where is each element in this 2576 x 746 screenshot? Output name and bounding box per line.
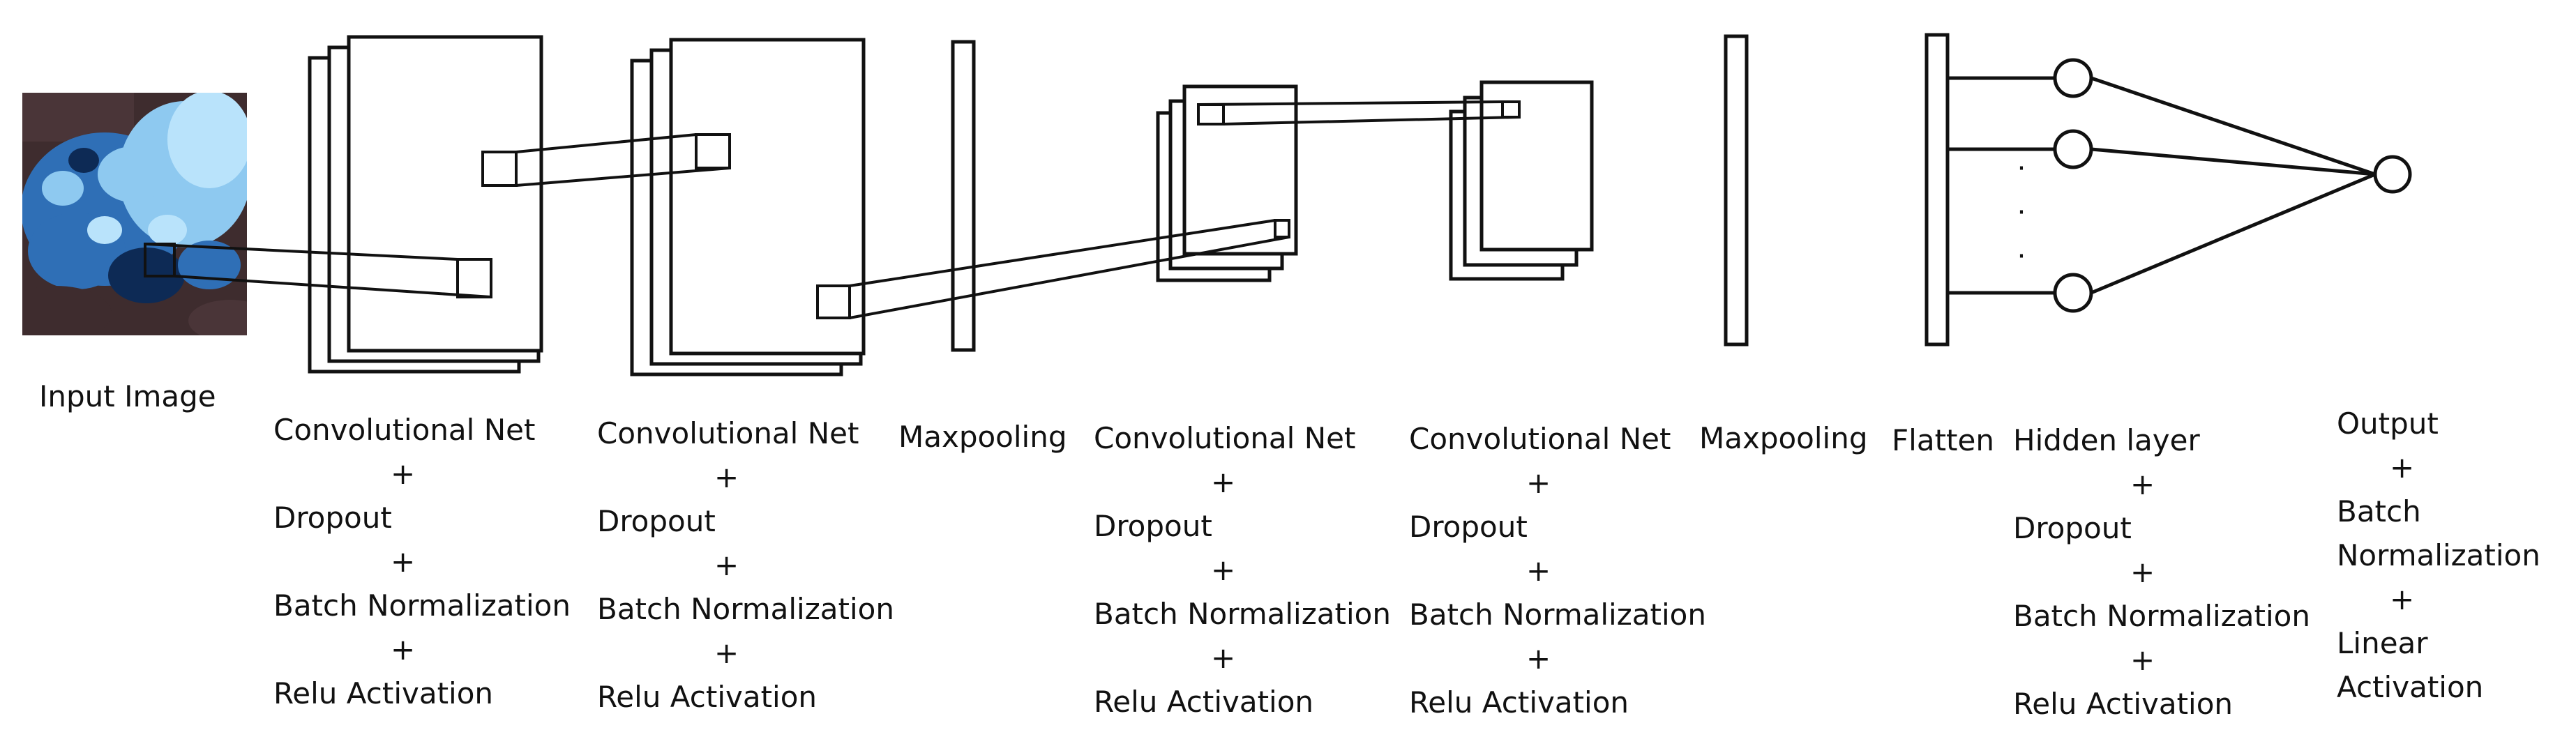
maxpool-bar-1 [951,40,976,352]
flatten-bar [1925,33,1950,347]
hidden-ellipsis-dot: · [2017,197,2026,229]
input-image [22,93,247,335]
conv-block-2 [630,38,866,376]
conv-block-4 [1449,80,1594,281]
hidden-node-3 [2053,273,2093,313]
layer-label-conv2: Convolutional Net+ Dropout+ Batch Normal… [597,416,894,714]
layer-label-conv1: Convolutional Net+ Dropout+ Batch Normal… [273,413,571,710]
receptive-field-4 [1197,100,1521,125]
hidden-node-2 [2053,129,2093,169]
output-node [2373,155,2412,194]
layer-label-hidden: Hidden layer+ Dropout+ Batch Normalizati… [2013,423,2310,721]
hidden-ellipsis-dot: · [2017,153,2026,185]
layer-label-maxpool-1: Maxpooling [898,420,1067,454]
dense-connections [1948,76,2376,295]
hidden-node-1 [2053,58,2093,98]
hidden-ellipsis-dot: · [2017,241,2026,273]
receptive-field-2 [481,133,731,187]
input-image-label: Input Image [39,379,216,413]
layer-label-conv3: Convolutional Net+ Dropout+ Batch Normal… [1094,421,1391,719]
conv-block-1 [308,35,543,374]
receptive-field-1 [144,243,492,298]
receptive-field-3 [816,219,1290,319]
maxpool-bar-2 [1724,34,1749,347]
layer-label-maxpool-2: Maxpooling [1699,421,1868,455]
layer-label-conv4: Convolutional Net+ Dropout+ Batch Normal… [1409,422,1706,720]
layer-label-flatten: Flatten [1892,423,1994,457]
conv-block-3 [1156,84,1298,282]
